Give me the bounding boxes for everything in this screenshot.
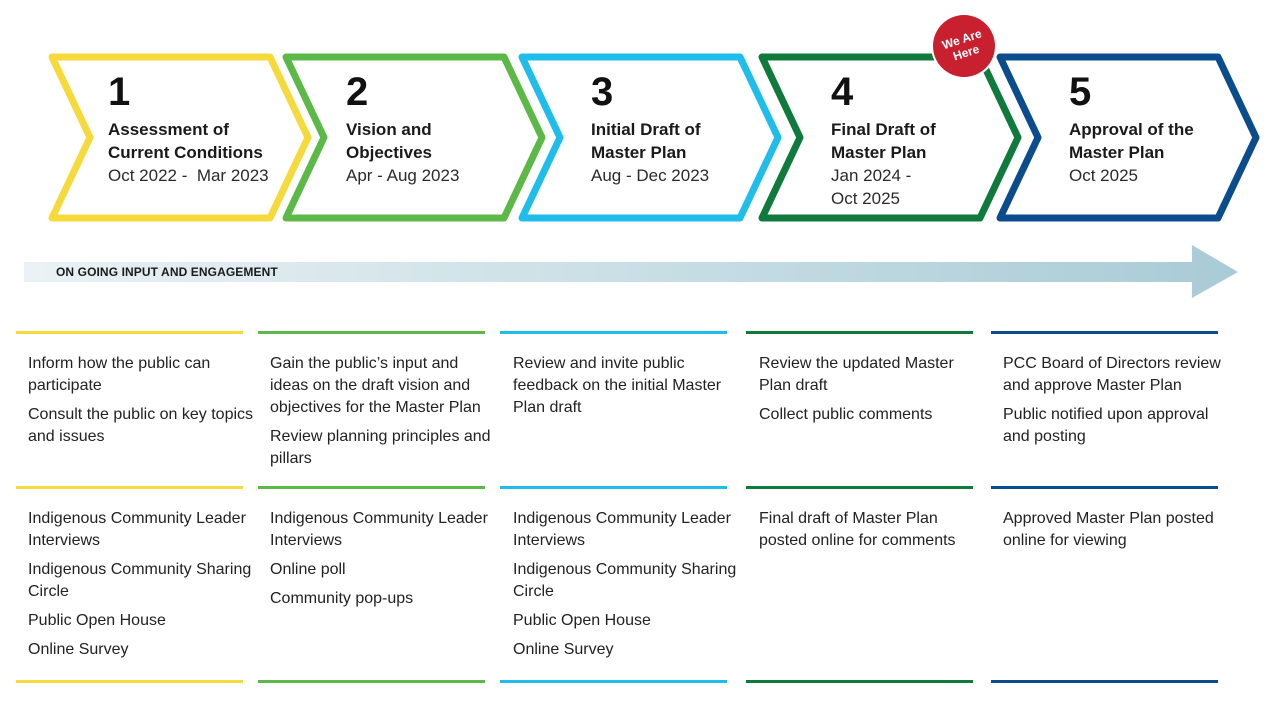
step-5-date: Oct 2025 [1069, 166, 1138, 185]
objective-item: Gain the public’s input and ideas on the… [270, 355, 481, 416]
objective-item: Inform how the public can participate [28, 355, 211, 394]
rule-top-5 [991, 331, 1218, 334]
activities-column-4: Final draft of Master Plan posted online… [759, 508, 985, 559]
step-3-title-line-1: Initial Draft of [591, 120, 701, 139]
step-4-date-line-2: Oct 2025 [831, 189, 900, 208]
engagement-arrow [24, 245, 1238, 298]
objective-item: Review the updated Master Plan draft [759, 355, 954, 394]
objectives-column-1: Inform how the public can participate Co… [28, 353, 254, 455]
step-3-date: Aug - Dec 2023 [591, 166, 710, 185]
step-4: 4 Final Draft of Master Plan Jan 2024 - … [831, 70, 1021, 210]
step-4-title-line-2: Master Plan [831, 143, 927, 162]
chevron-step-3 [518, 53, 782, 222]
step-1-number: 1 [108, 70, 131, 114]
step-2-title-line-1: Vision and [346, 120, 432, 139]
activities-column-5: Approved Master Plan posted online for v… [1003, 508, 1229, 559]
engagement-label: ON GOING INPUT AND ENGAGEMENT [56, 265, 278, 279]
step-1-date: Oct 2022 - Mar 2023 [108, 166, 269, 185]
activity-item: Online Survey [513, 641, 614, 658]
step-2-number: 2 [346, 70, 369, 114]
objective-item: Public notified upon approval and postin… [1003, 406, 1209, 445]
activity-item: Community pop-ups [270, 590, 414, 607]
step-1-title-line-1: Assessment of [108, 120, 229, 139]
step-5: 5 Approval of the Master Plan Oct 2025 [1069, 70, 1259, 187]
chevron-step-5 [996, 53, 1260, 222]
step-1: 1 Assessment of Current Conditions Oct 2… [108, 70, 298, 187]
activity-item: Indigenous Community Sharing Circle [513, 561, 737, 600]
chevron-step-1 [48, 53, 312, 222]
rule-mid-4 [746, 486, 973, 489]
step-2: 2 Vision and Objectives Apr - Aug 2023 [346, 70, 536, 187]
rule-top-3 [500, 331, 727, 334]
we-are-here-badge: We Are Here [933, 15, 995, 77]
step-3-number: 3 [591, 70, 614, 114]
step-2-title-line-2: Objectives [346, 143, 432, 162]
activity-item: Public Open House [28, 612, 166, 629]
objectives-column-3: Review and invite public feedback on the… [513, 353, 739, 426]
step-5-number: 5 [1069, 70, 1092, 114]
step-1-title-line-2: Current Conditions [108, 143, 263, 162]
objectives-column-4: Review the updated Master Plan draft Col… [759, 353, 985, 433]
rule-top-1 [16, 331, 243, 334]
activities-column-2: Indigenous Community Leader Interviews O… [270, 508, 496, 617]
activity-item: Approved Master Plan posted online for v… [1003, 510, 1214, 549]
badge-text: We Are Here [940, 26, 984, 64]
chevron-step-2 [282, 53, 546, 222]
objective-item: Consult the public on key topics and iss… [28, 406, 254, 445]
rule-bottom-4 [746, 680, 973, 683]
activity-item: Online Survey [28, 641, 129, 658]
rule-mid-5 [991, 486, 1218, 489]
activity-item: Indigenous Community Leader Interviews [270, 510, 488, 549]
rule-bottom-5 [991, 680, 1218, 683]
step-5-title-line-1: Approval of the [1069, 120, 1194, 139]
objectives-column-2: Gain the public’s input and ideas on the… [270, 353, 496, 477]
rule-bottom-3 [500, 680, 727, 683]
engagement-arrow-shape [24, 245, 1238, 298]
activity-item: Public Open House [513, 612, 651, 629]
activity-item: Final draft of Master Plan posted online… [759, 510, 956, 549]
step-2-date: Apr - Aug 2023 [346, 166, 460, 185]
step-4-number: 4 [831, 70, 854, 114]
step-3: 3 Initial Draft of Master Plan Aug - Dec… [591, 70, 781, 187]
rule-bottom-2 [258, 680, 485, 683]
rule-mid-3 [500, 486, 727, 489]
objective-item: Collect public comments [759, 406, 933, 423]
rule-mid-1 [16, 486, 243, 489]
activity-item: Indigenous Community Leader Interviews [28, 510, 246, 549]
process-chevrons [48, 53, 1260, 222]
objective-item: PCC Board of Directors review and approv… [1003, 355, 1221, 394]
activity-item: Indigenous Community Sharing Circle [28, 561, 252, 600]
step-3-title-line-2: Master Plan [591, 143, 687, 162]
activity-item: Indigenous Community Leader Interviews [513, 510, 731, 549]
activities-column-3: Indigenous Community Leader Interviews I… [513, 508, 739, 668]
objectives-column-5: PCC Board of Directors review and approv… [1003, 353, 1229, 455]
step-4-title-line-1: Final Draft of [831, 120, 936, 139]
step-5-title-line-2: Master Plan [1069, 143, 1165, 162]
activity-item: Online poll [270, 561, 346, 578]
rule-top-2 [258, 331, 485, 334]
rule-top-4 [746, 331, 973, 334]
rule-mid-2 [258, 486, 485, 489]
objective-item: Review planning principles and pillars [270, 428, 491, 467]
activities-column-1: Indigenous Community Leader Interviews I… [28, 508, 254, 668]
objective-item: Review and invite public feedback on the… [513, 355, 722, 416]
rule-bottom-1 [16, 680, 243, 683]
step-4-date-line-1: Jan 2024 - [831, 166, 912, 185]
